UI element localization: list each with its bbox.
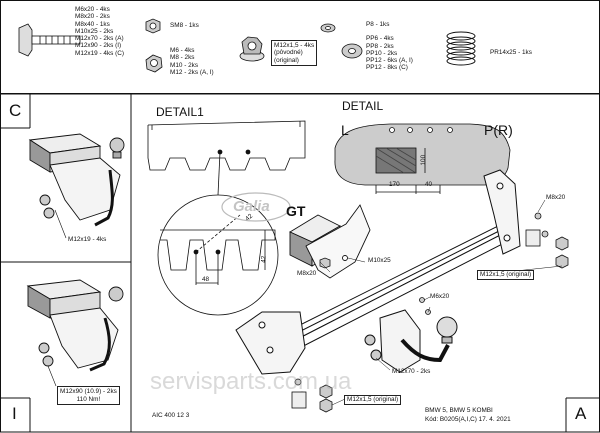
m12x15-right-label: M12x1,5 (original): [477, 270, 535, 281]
fasteners: [291, 212, 569, 413]
bolt-m12x70: M12x70 - 2ks (A): [75, 35, 124, 43]
washer-pp12-ai: PP12 - 6ks (A, I): [366, 57, 413, 65]
detail-title: DETAIL: [342, 99, 384, 113]
panel-a-tag: A: [575, 404, 587, 423]
bolt-m12x90: M12x90 - 2ks (I): [75, 42, 122, 50]
bolt-icon: [18, 23, 81, 57]
m12x15-bottom-label: M12x1,5 (original): [344, 395, 402, 406]
sm8-nut-icon: [145, 18, 161, 34]
torque-label: 110 Nm!: [76, 395, 101, 403]
m12x70-label: M12x70 - 2ks: [392, 368, 431, 375]
panel-i-illustration: [26, 279, 124, 387]
detail-dim-40: 40: [425, 181, 433, 188]
bolt-m10x25: M10x25 - 2ks: [75, 27, 114, 35]
detail-bumper-drawing: [334, 123, 511, 194]
watermark: servisparts.com.ua: [150, 368, 352, 395]
ball-neck: [364, 309, 458, 373]
nut-m6: M6 - 4ks: [170, 47, 195, 54]
galia-logo: [221, 192, 291, 222]
bolt-m8x40: M8x40 - 1ks: [75, 20, 110, 28]
detail-right-label: P(R): [484, 122, 513, 138]
spring-label: PR14x25 - 1ks: [490, 49, 532, 56]
main-beam: [235, 169, 521, 375]
m8x20-left-label: M8x20: [297, 270, 317, 277]
nut-list: M6 - 4ks M8 - 2ks M10 - 2ks M12 - 2ks (A…: [170, 47, 214, 76]
washer-p8: P8 - 1ks: [366, 21, 390, 28]
spring-icon: [446, 31, 476, 66]
galia-logo-text: Galia: [233, 198, 270, 215]
detail-left-label: L: [341, 122, 349, 138]
hex-nut-icon: [145, 54, 163, 73]
washer-pp12-c: PP12 - 8ks (C): [366, 64, 408, 72]
washer-pp8: PP8 - 2ks: [366, 42, 394, 50]
washer-icon: [320, 23, 363, 59]
detail1-dim-48: 48: [202, 276, 210, 283]
panel-c-illustration: [28, 133, 125, 239]
m10x25-label: M10x25: [368, 257, 391, 264]
washer-list: P8 - 1ks PP6 - 4ks PP8 - 2ks PP10 - 2ks …: [366, 21, 413, 72]
flange-nut-icon: [239, 36, 265, 62]
detail-dim-170: 170: [389, 181, 400, 188]
m8x20-right-label: M8x20: [546, 194, 566, 201]
footer-code: AIC 400 12 3: [152, 412, 190, 419]
detail-dim-100: 100: [420, 154, 428, 166]
nut-m8: M8 - 2ks: [170, 54, 195, 62]
gt-label: GT: [286, 203, 306, 219]
washer-pp10: PP10 - 2ks: [366, 49, 398, 57]
bolt-m8x20: M8x20 - 2ks: [75, 13, 110, 21]
panel-c-bolt-label: M12x19 - 4ks: [68, 236, 107, 243]
panel-c-tag: C: [9, 101, 22, 120]
detail1-title: DETAIL1: [156, 105, 204, 119]
bolt-m12x19: M12x19 - 4ks (C): [75, 49, 125, 57]
footer-car: BMW 5, BMW 5 KOMBI: [425, 407, 493, 414]
footer-kod: Kód: B0205(A,I,C) 17. 4. 2021: [425, 416, 511, 423]
panel-i-tag: I: [12, 404, 17, 423]
m6x20-label: M6x20: [430, 293, 450, 300]
sm8-label: SM8 - 1ks: [170, 22, 199, 29]
detail1-drawing: [147, 120, 306, 316]
panel-i-bolt-label: M12x90 (10.9) - 2ks 110 Nm!: [57, 386, 120, 405]
nut-m12: M12 - 2ks (A, I): [170, 68, 214, 76]
bolt-m6x20: M6x20 - 4ks: [75, 6, 110, 13]
washer-pp6: PP6 - 4ks: [366, 35, 394, 43]
bolt-list: M6x20 - 4ks M8x20 - 2ks M8x40 - 1ks M10x…: [75, 6, 124, 57]
flange-nut-label: M12x1,5 - 4ks (pôvodné) (original): [271, 40, 318, 66]
nut-m10: M10 - 2ks: [170, 61, 199, 69]
detail1-dim-42b: 42: [260, 255, 268, 263]
